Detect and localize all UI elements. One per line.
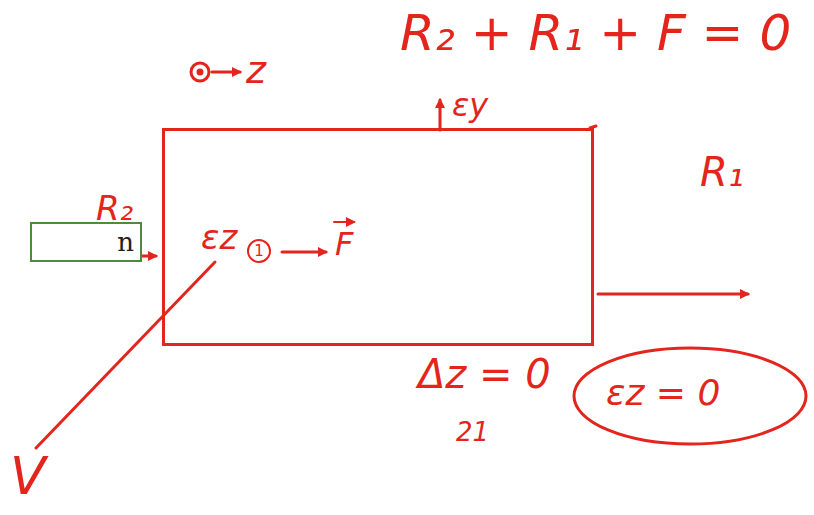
handwritten-label: εz = 0 [606,373,720,413]
handwritten-label: V [10,448,46,505]
leader-line [36,262,215,448]
out-of-plane-dot [198,70,202,74]
y-axis-arrow [439,100,442,130]
force-arrow [598,293,748,296]
slide-box: n [30,222,142,262]
handwritten-label: R₂ + R₁ + F = 0 [400,6,791,61]
node-text: εz [201,219,237,256]
handwritten-label: Δz = 0 [418,352,551,396]
handwritten-label: R₁ [700,150,744,194]
handwritten-label: z [246,50,266,92]
vector-arrow [334,221,354,223]
out-of-plane-symbol [191,63,209,81]
handwritten-label: R₂ [96,190,133,227]
node-text: F [335,227,353,262]
node-text: n [117,228,134,257]
handwritten-label: εy [452,88,488,123]
handwritten-label: 21 [456,418,489,447]
highlight-ellipse [574,348,806,444]
force-arrow [282,251,326,254]
z-axis-arrow [212,71,240,74]
callout-number: 1 [247,239,271,263]
body-box: εz 1 F [162,128,594,346]
